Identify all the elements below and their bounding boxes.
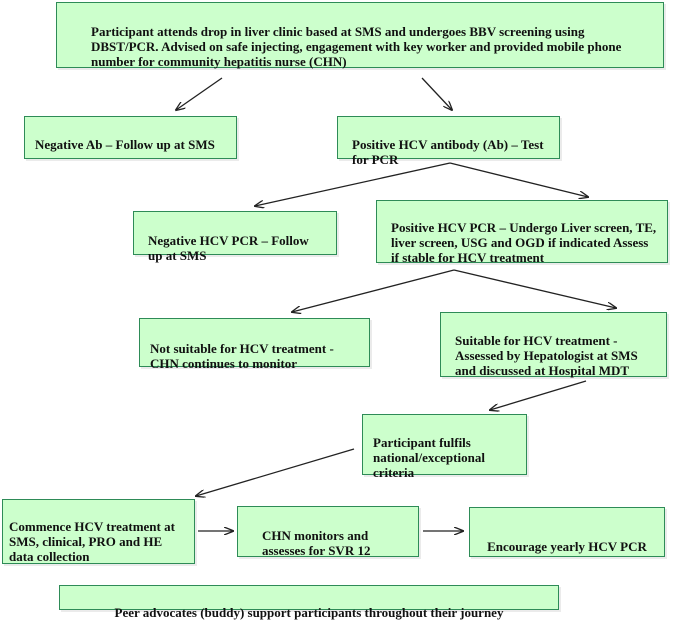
criteria-box: Participant fulfils national/exceptional… bbox=[362, 414, 527, 480]
commence-box: Commence HCV treatment at SMS, clinical,… bbox=[2, 499, 195, 564]
arrow-positive-pcr-to-suitable bbox=[453, 269, 616, 308]
negative-ab-box: Negative Ab – Follow up at SMS bbox=[24, 116, 237, 159]
negative-ab-text: Negative Ab – Follow up at SMS bbox=[35, 137, 215, 152]
peer-text: Peer advocates (buddy) support participa… bbox=[114, 605, 504, 620]
positive-ab-text: Positive HCV antibody (Ab) – Test for PC… bbox=[352, 137, 544, 167]
positive-pcr-text: Positive HCV PCR – Undergo Liver screen,… bbox=[391, 220, 657, 265]
screening-box: Participant attends drop in liver clinic… bbox=[56, 2, 664, 69]
positive-pcr-box: Positive HCV PCR – Undergo Liver screen,… bbox=[376, 200, 668, 265]
encourage-text: Encourage yearly HCV PCR bbox=[487, 539, 647, 554]
not-suitable-text: Not suitable for HCV treatment - CHN con… bbox=[150, 341, 334, 371]
arrow-positive-pcr-to-not-suitable bbox=[292, 269, 455, 312]
positive-ab-box: Positive HCV antibody (Ab) – Test for PC… bbox=[337, 116, 560, 167]
arrow-positive-ab-to-positive-pcr bbox=[449, 162, 588, 197]
suitable-text: Suitable for HCV treatment - Assessed by… bbox=[455, 333, 638, 378]
chn-monitor-box: CHN monitors and assesses for SVR 12 bbox=[237, 506, 419, 558]
screening-text: Participant attends drop in liver clinic… bbox=[91, 24, 622, 69]
suitable-box: Suitable for HCV treatment - Assessed by… bbox=[440, 312, 667, 378]
negative-pcr-text: Negative HCV PCR – Follow up at SMS bbox=[148, 233, 309, 263]
commence-text: Commence HCV treatment at SMS, clinical,… bbox=[9, 519, 175, 564]
peer-box: Peer advocates (buddy) support participa… bbox=[59, 585, 559, 620]
arrow-criteria-to-commence bbox=[196, 448, 355, 496]
negative-pcr-box: Negative HCV PCR – Follow up at SMS bbox=[133, 211, 337, 263]
criteria-text: Participant fulfils national/exceptional… bbox=[373, 435, 485, 480]
chn-monitor-text: CHN monitors and assesses for SVR 12 bbox=[262, 528, 371, 558]
encourage-box: Encourage yearly HCV PCR bbox=[469, 507, 665, 557]
not-suitable-box: Not suitable for HCV treatment - CHN con… bbox=[139, 318, 370, 371]
arrow-screening-to-negative-ab bbox=[176, 77, 223, 110]
arrow-suitable-to-criteria bbox=[490, 380, 587, 410]
arrow-screening-to-positive-ab bbox=[421, 77, 452, 110]
